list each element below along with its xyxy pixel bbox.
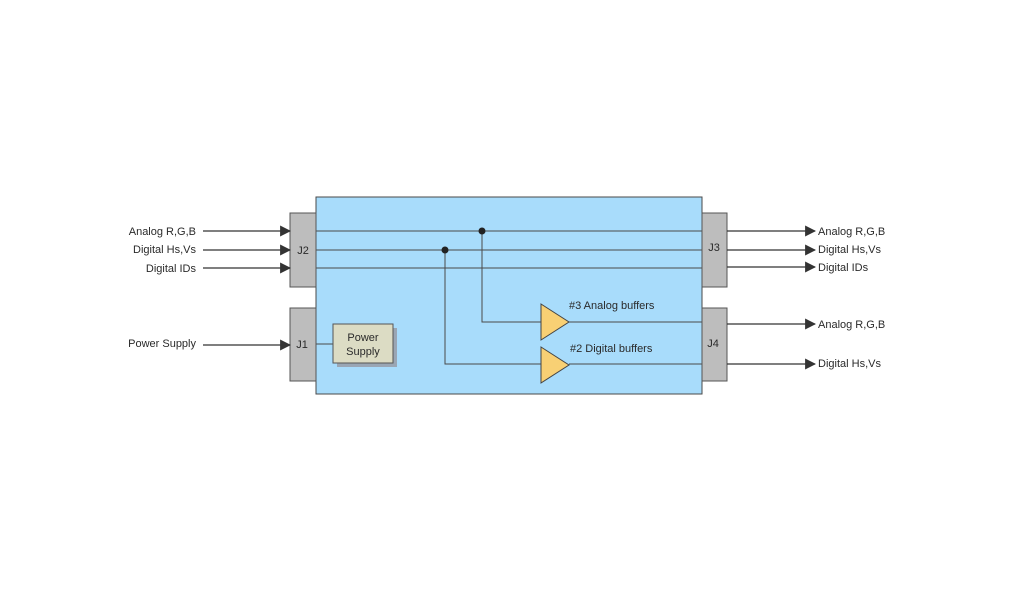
digital-buffer-triangle bbox=[540, 346, 570, 384]
connector-j1: J1 bbox=[289, 307, 317, 382]
power-supply-box bbox=[332, 323, 394, 364]
output-label-j3-digital-ids: Digital IDs bbox=[818, 262, 869, 274]
junction-dot-digital bbox=[441, 246, 449, 254]
connector-j1-label: J1 bbox=[296, 339, 308, 351]
digital-buffer-label: #2 Digital buffers bbox=[570, 343, 653, 355]
connector-j2-label: J2 bbox=[297, 245, 309, 257]
input-label-digital-ids: Digital IDs bbox=[146, 263, 197, 275]
connector-j3-label: J3 bbox=[708, 242, 720, 254]
tap-analog-to-buffer bbox=[481, 231, 541, 323]
analog-buffer: #3 Analog buffers bbox=[540, 300, 655, 341]
tap-digital-to-buffer bbox=[444, 250, 541, 365]
inputs: Analog R,G,B Digital Hs,Vs Digital IDs P… bbox=[128, 225, 292, 351]
input-label-power-supply: Power Supply bbox=[128, 338, 196, 350]
output-label-j4-analog-rgb: Analog R,G,B bbox=[818, 319, 885, 331]
internal-wiring bbox=[316, 227, 702, 365]
output-label-j3-analog-rgb: Analog R,G,B bbox=[818, 226, 885, 238]
power-supply-line2: Supply bbox=[346, 346, 380, 358]
connector-j4-body bbox=[701, 307, 728, 382]
outputs: Analog R,G,B Digital Hs,Vs Digital IDs A… bbox=[727, 225, 885, 370]
input-label-digital-hsvs: Digital Hs,Vs bbox=[133, 244, 196, 256]
connector-j3-body bbox=[701, 212, 728, 288]
connector-j2: J2 bbox=[289, 212, 317, 288]
power-supply-block: Power Supply bbox=[332, 323, 397, 367]
connector-j4-label: J4 bbox=[707, 338, 719, 350]
output-label-j3-digital-hsvs: Digital Hs,Vs bbox=[818, 244, 881, 256]
output-label-j4-digital-hsvs: Digital Hs,Vs bbox=[818, 358, 881, 370]
input-label-analog-rgb: Analog R,G,B bbox=[129, 226, 196, 238]
junction-dot-analog bbox=[478, 227, 486, 235]
connector-j3: J3 bbox=[701, 212, 728, 288]
analog-buffer-label: #3 Analog buffers bbox=[569, 300, 655, 312]
power-supply-line1: Power bbox=[347, 332, 379, 344]
digital-buffer: #2 Digital buffers bbox=[540, 343, 653, 384]
connector-j4: J4 bbox=[701, 307, 728, 382]
analog-buffer-triangle bbox=[540, 303, 570, 341]
